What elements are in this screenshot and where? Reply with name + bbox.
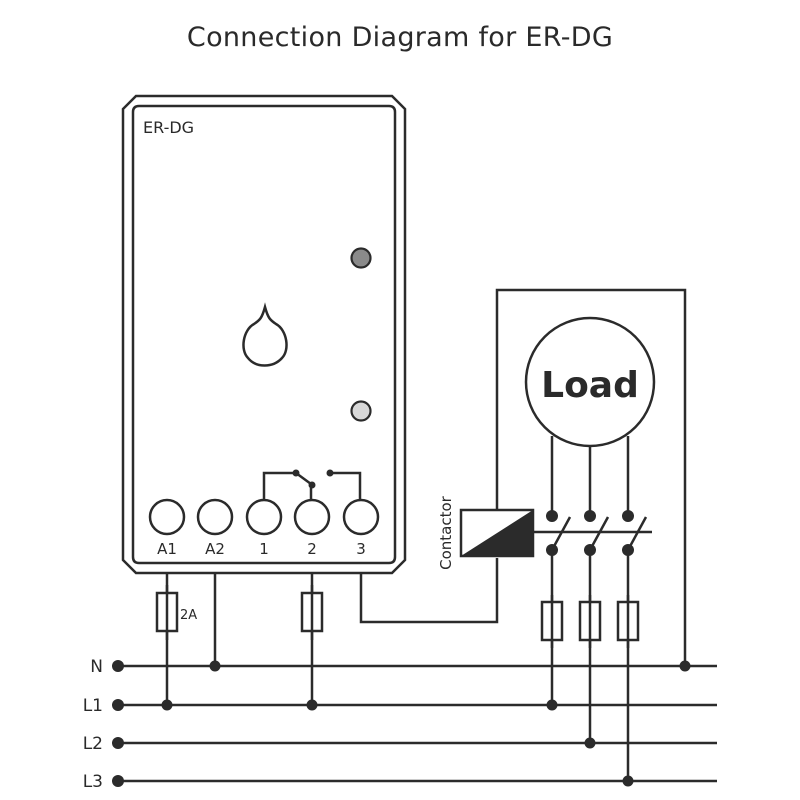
phase-fuses — [540, 595, 640, 648]
fuse-rating-label: 2A — [180, 608, 197, 623]
terminal-label-2: 2 — [307, 540, 317, 558]
terminal-label-a2: A2 — [205, 540, 225, 558]
contactor-coil — [459, 508, 535, 558]
diagram-title: Connection Diagram for ER-DG — [186, 22, 614, 53]
load-phase-wires — [550, 436, 630, 516]
status-led-top — [350, 247, 372, 269]
bus-label-l3: L3 — [83, 772, 103, 792]
terminal-block — [148, 498, 380, 536]
bus-label-l2: L2 — [83, 734, 103, 754]
contactor-supply-loop — [495, 288, 687, 666]
load-label: Load — [541, 365, 639, 406]
terminal-1 — [245, 498, 283, 536]
contactor-contacts — [533, 510, 652, 556]
terminal-label-a1: A1 — [157, 540, 177, 558]
terminal-a2 — [196, 498, 234, 536]
terminal-2 — [293, 498, 331, 536]
junction-dots — [161, 660, 691, 787]
relay-contact-symbol — [262, 469, 362, 500]
bus-label-l1: L1 — [83, 696, 103, 716]
device-housing — [121, 94, 407, 575]
bus-label-n: N — [90, 657, 103, 677]
terminal-3 — [342, 498, 380, 536]
device-wires — [165, 558, 499, 705]
status-led-bottom — [350, 400, 372, 422]
terminal-label-1: 1 — [259, 540, 269, 558]
contactor-label: Contactor — [437, 495, 455, 570]
terminal-label-3: 3 — [356, 540, 366, 558]
bus-lines — [112, 660, 717, 787]
terminal-a1 — [148, 498, 186, 536]
adjustment-knob — [242, 302, 288, 367]
device-name: ER-DG — [143, 118, 194, 137]
